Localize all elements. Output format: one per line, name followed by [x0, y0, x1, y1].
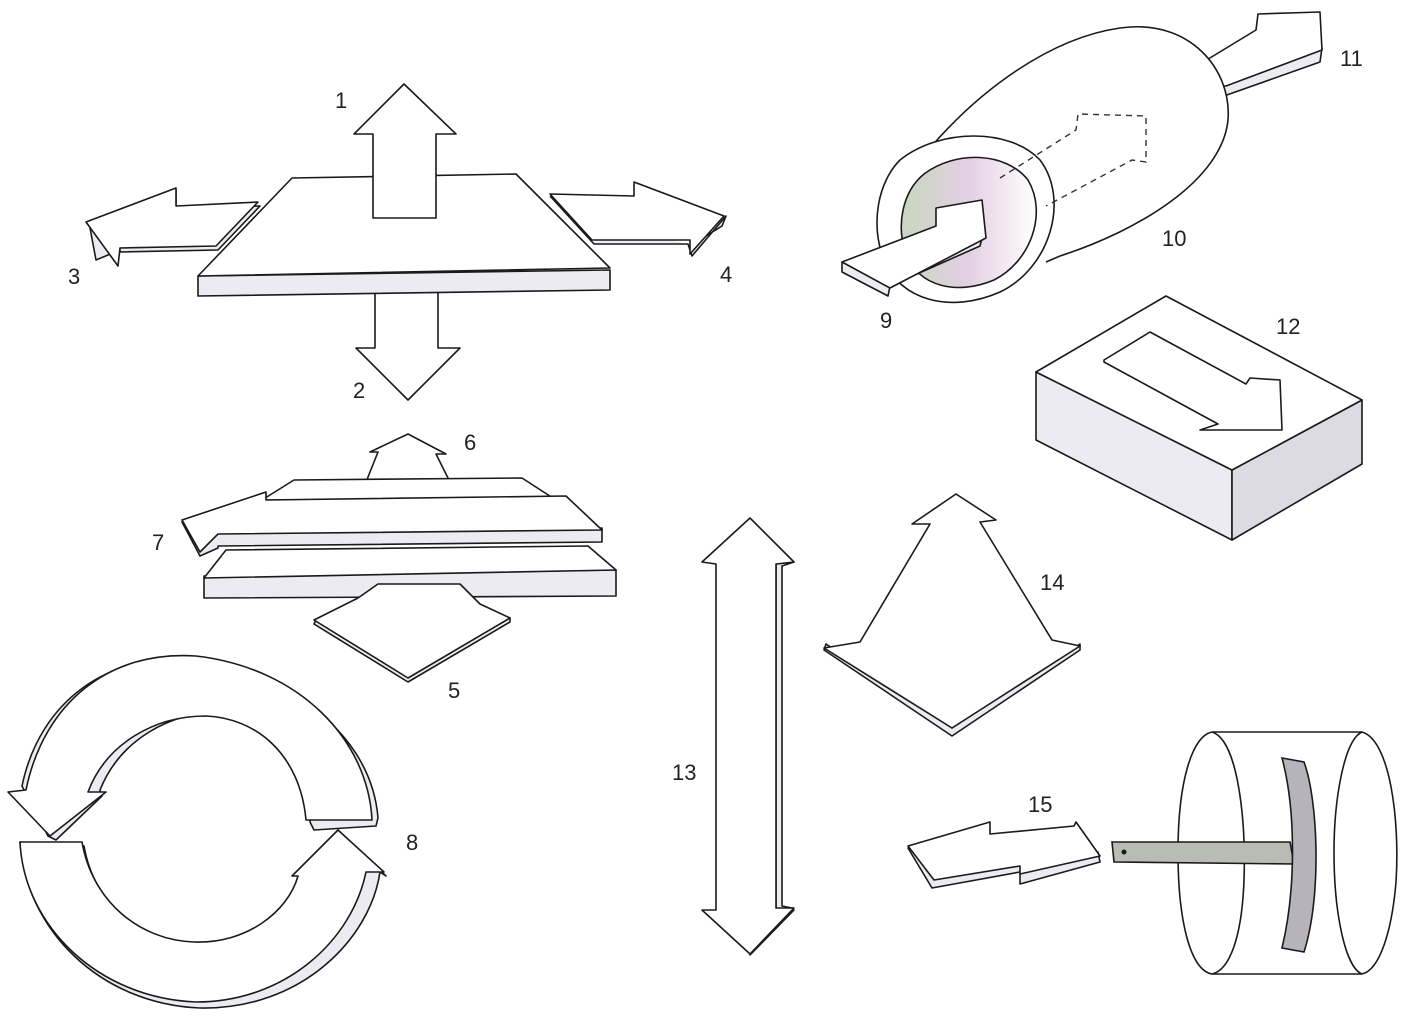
label-3: 3: [68, 264, 80, 289]
cylinder-group: [841, 11, 1323, 304]
label-14: 14: [1040, 570, 1064, 595]
arrow-15: [907, 821, 1101, 889]
arrow-6: [365, 433, 451, 483]
rotation-arrows: [7, 654, 387, 1009]
label-12: 12: [1276, 314, 1300, 339]
label-13: 13: [672, 760, 696, 785]
label-9: 9: [880, 308, 892, 333]
arrow-13: [701, 517, 795, 956]
piston-group: [907, 731, 1398, 975]
label-4: 4: [720, 262, 732, 287]
arrow-14: [823, 493, 1081, 737]
arrow-1: [353, 83, 457, 219]
piston-head: [1280, 756, 1317, 953]
plate-group-stack: [181, 433, 617, 683]
arrow-5: [313, 583, 511, 683]
arrow-3: [85, 187, 261, 267]
arrow-11: [1199, 11, 1323, 97]
label-7: 7: [152, 530, 164, 555]
piston-rod: [1111, 841, 1295, 865]
arrow-inside-dashed: [999, 113, 1147, 207]
label-10: 10: [1162, 226, 1186, 251]
label-1: 1: [335, 88, 347, 113]
arrow-8-upper-face: [7, 654, 373, 837]
arrow-4: [549, 181, 727, 257]
box-arrow: [1103, 331, 1283, 431]
arrow-8-lower-face: [19, 829, 385, 1003]
arrow-9: [841, 199, 987, 297]
label-2: 2: [353, 378, 365, 403]
label-8: 8: [406, 830, 418, 855]
arrow-2: [355, 289, 461, 401]
arrow-7: [181, 491, 603, 557]
label-11: 11: [1340, 46, 1363, 71]
box-12: [1035, 295, 1363, 541]
label-5: 5: [448, 678, 460, 703]
plate-top: [197, 173, 611, 297]
label-15: 15: [1028, 792, 1052, 817]
label-6: 6: [464, 430, 476, 455]
plate-group-top: [85, 83, 727, 401]
